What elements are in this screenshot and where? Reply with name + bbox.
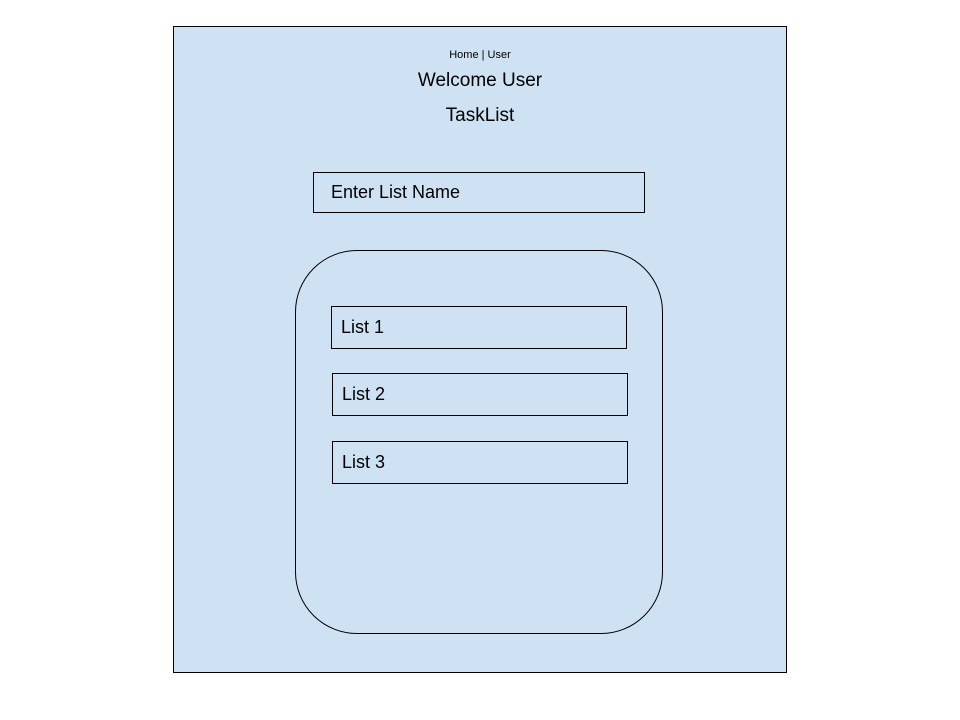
page-title: TaskList bbox=[445, 105, 515, 126]
nav-user-link[interactable]: User bbox=[487, 49, 511, 61]
welcome-message: Welcome User bbox=[417, 70, 543, 91]
list-name-input[interactable] bbox=[313, 172, 645, 213]
nav-separator: | bbox=[478, 49, 488, 61]
app-frame: Home | User Welcome User TaskList List 1… bbox=[173, 26, 787, 673]
list-item-label: List 1 bbox=[341, 317, 385, 337]
list-item-label: List 2 bbox=[342, 384, 386, 404]
list-item-1[interactable]: List 1 bbox=[331, 306, 627, 349]
nav-home-link[interactable]: Home bbox=[449, 49, 479, 61]
list-item-3[interactable]: List 3 bbox=[332, 441, 628, 484]
breadcrumb: Home | User bbox=[174, 49, 786, 61]
list-item-2[interactable]: List 2 bbox=[332, 373, 628, 416]
list-item-label: List 3 bbox=[342, 452, 386, 472]
lists-panel: List 1 List 2 List 3 bbox=[295, 250, 663, 634]
